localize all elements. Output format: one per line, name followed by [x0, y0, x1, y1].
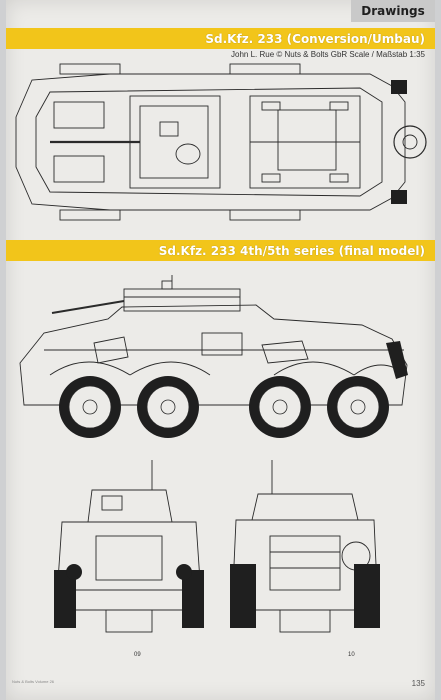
hull-inner-plate — [35, 87, 383, 197]
radio-box — [159, 121, 179, 137]
fender-rear-right — [229, 209, 301, 221]
credit-line: John L. Rue © Nuts & Bolts GbR Scale / M… — [231, 50, 425, 59]
grille-1 — [261, 101, 281, 111]
front-stowage — [93, 336, 129, 364]
headlight-left — [66, 564, 82, 580]
middle-title-banner: Sd.Kfz. 233 4th/5th series (final model) — [6, 240, 435, 261]
side-hatch — [201, 332, 243, 356]
front-tire-left — [54, 570, 76, 628]
front-turret — [87, 489, 173, 523]
section-tab: Drawings — [351, 0, 435, 22]
section-label: Drawings — [361, 4, 425, 18]
top-banner-title: Sd.Kfz. 233 (Conversion/Umbau) — [205, 31, 425, 46]
wheel-1 — [59, 376, 121, 438]
spare-wheel-hub — [402, 134, 418, 150]
front-plate — [95, 535, 163, 581]
vision-port — [101, 495, 123, 511]
publication-footer: Nuts & Bolts Volume 26 — [12, 679, 55, 684]
tail-light-right — [391, 190, 407, 204]
wheel-4 — [327, 376, 389, 438]
top-title-banner: Sd.Kfz. 233 (Conversion/Umbau) — [6, 28, 435, 49]
engine-hatch — [277, 109, 337, 171]
rear-turret — [251, 493, 359, 521]
exhaust-muffler — [386, 341, 408, 379]
fender-3 — [273, 361, 355, 376]
wheel-3 — [249, 376, 311, 438]
front-axle-box — [105, 609, 153, 633]
tail-light-left — [391, 80, 407, 94]
fender-rear-left — [229, 63, 301, 75]
side-view-drawing — [12, 275, 430, 460]
spare-wheel — [393, 125, 427, 159]
superstructure — [123, 288, 241, 312]
grille-3 — [261, 173, 281, 183]
top-view-drawing — [10, 62, 430, 222]
rear-view-svg: 10 — [230, 460, 380, 658]
book-page: Drawings Sd.Kfz. 233 (Conversion/Umbau) … — [6, 0, 435, 700]
grille-4 — [329, 173, 349, 183]
rear-scale-label: 10 — [348, 652, 355, 658]
fender-front-right — [59, 209, 121, 221]
fender-1 — [49, 361, 131, 376]
fighting-compartment — [129, 95, 221, 189]
seat-circle — [175, 143, 201, 165]
side-stowage — [261, 340, 309, 364]
rear-view-drawing: 10 — [228, 460, 382, 660]
rear-axle-box — [279, 609, 331, 633]
top-view-svg — [15, 63, 427, 221]
front-view-drawing: 09 — [52, 460, 206, 660]
front-hatch-left — [53, 101, 105, 129]
front-hatch-right — [53, 155, 105, 183]
middle-banner-title: Sd.Kfz. 233 4th/5th series (final model) — [158, 243, 425, 258]
page-number: 135 — [411, 679, 425, 688]
front-tire-right — [182, 570, 204, 628]
rear-engine-plate — [269, 535, 341, 591]
headlight-right — [176, 564, 192, 580]
fender-2 — [129, 361, 211, 376]
rear-tire-left — [230, 564, 256, 628]
gun-barrel-side — [51, 300, 125, 314]
front-scale-label: 09 — [134, 652, 141, 658]
front-view-svg: 09 — [54, 460, 204, 658]
compartment-interior — [139, 105, 209, 179]
rear-tire-right — [354, 564, 380, 628]
wheel-2 — [137, 376, 199, 438]
wheel-group — [59, 376, 389, 438]
fender-front-left — [59, 63, 121, 75]
side-view-svg — [19, 275, 408, 438]
grille-2 — [329, 101, 349, 111]
periscope — [161, 280, 173, 290]
